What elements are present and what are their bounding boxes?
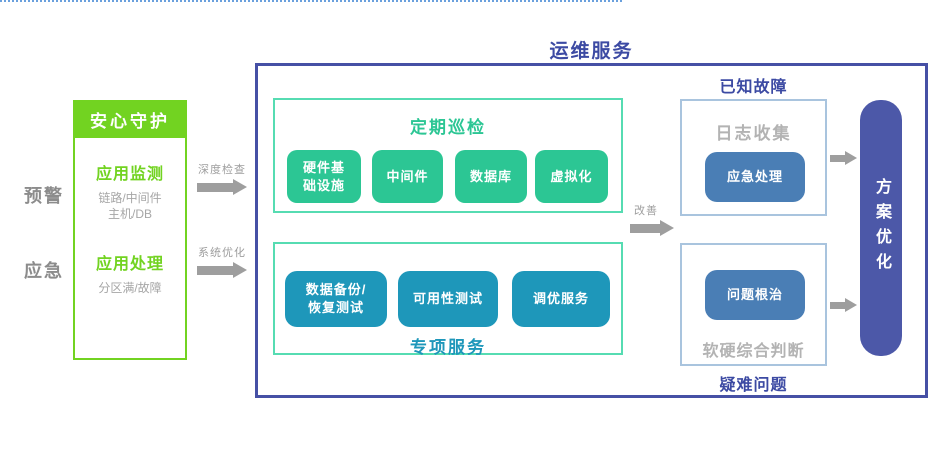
warning-label: 预警 bbox=[24, 186, 64, 206]
ops-service-title: 运维服务 bbox=[549, 41, 634, 62]
guard-panel bbox=[73, 100, 187, 360]
app-handle-sub: 分区满/故障 bbox=[98, 281, 162, 295]
emergency-label: 应急 bbox=[24, 261, 64, 281]
special-service-title: 专项服务 bbox=[410, 338, 486, 357]
chip-emergency-handle: 应急处理 bbox=[705, 152, 805, 202]
known-faults-arrow-icon bbox=[830, 151, 857, 165]
inspection-title: 定期巡检 bbox=[410, 118, 486, 137]
system-opt-label: 系统优化 bbox=[198, 247, 246, 259]
chip-line: 数据库 bbox=[469, 168, 512, 184]
deep-check-arrow-icon bbox=[197, 179, 247, 195]
chip-line: 础设施 bbox=[302, 177, 345, 193]
chip-line: 恢复测试 bbox=[307, 300, 364, 315]
chip-availability-test: 可用性测试 bbox=[398, 271, 498, 327]
deep-check-label: 深度检查 bbox=[198, 164, 246, 176]
chip-line: 虚拟化 bbox=[550, 168, 593, 184]
chip-line: 数据备份/ bbox=[305, 282, 367, 298]
improve-arrow-icon bbox=[630, 220, 674, 236]
app-monitor-title: 应用监测 bbox=[95, 166, 164, 183]
chip-virtualization: 虚拟化 bbox=[535, 150, 608, 203]
app-handle-title: 应用处理 bbox=[95, 256, 164, 273]
chip-tuning-service: 调优服务 bbox=[512, 271, 610, 327]
chip-line: 可用性测试 bbox=[412, 291, 483, 307]
improve-label: 改善 bbox=[634, 205, 658, 217]
judge-label: 软硬综合判断 bbox=[702, 343, 805, 360]
chip-database: 数据库 bbox=[455, 150, 527, 203]
plan-optimization-box: 方案优化 bbox=[860, 100, 902, 356]
difficult-issues-title: 疑难问题 bbox=[719, 377, 788, 394]
chip-line: 应急处理 bbox=[726, 169, 783, 185]
app-monitor-sub2: 主机/DB bbox=[107, 207, 152, 221]
chip-backup-recovery: 数据备份/ 恢复测试 bbox=[285, 271, 387, 327]
system-opt-arrow-icon bbox=[197, 262, 247, 278]
warning-emergency-divider bbox=[0, 0, 622, 2]
log-collect-label: 日志收集 bbox=[715, 124, 792, 143]
difficult-issues-arrow-icon bbox=[830, 298, 857, 312]
chip-line: 中间件 bbox=[386, 168, 429, 184]
chip-hardware-infra: 硬件基 础设施 bbox=[287, 150, 361, 203]
chip-line: 硬件基 bbox=[302, 159, 345, 175]
app-monitor-sub1: 链路/中间件 bbox=[98, 191, 162, 205]
known-faults-title: 已知故障 bbox=[719, 79, 788, 96]
chip-root-cure: 问题根治 bbox=[705, 270, 805, 320]
chip-middleware: 中间件 bbox=[372, 150, 443, 203]
chip-line: 调优服务 bbox=[532, 291, 589, 307]
guard-panel-header: 安心守护 bbox=[73, 100, 187, 138]
chip-line: 问题根治 bbox=[726, 287, 783, 303]
